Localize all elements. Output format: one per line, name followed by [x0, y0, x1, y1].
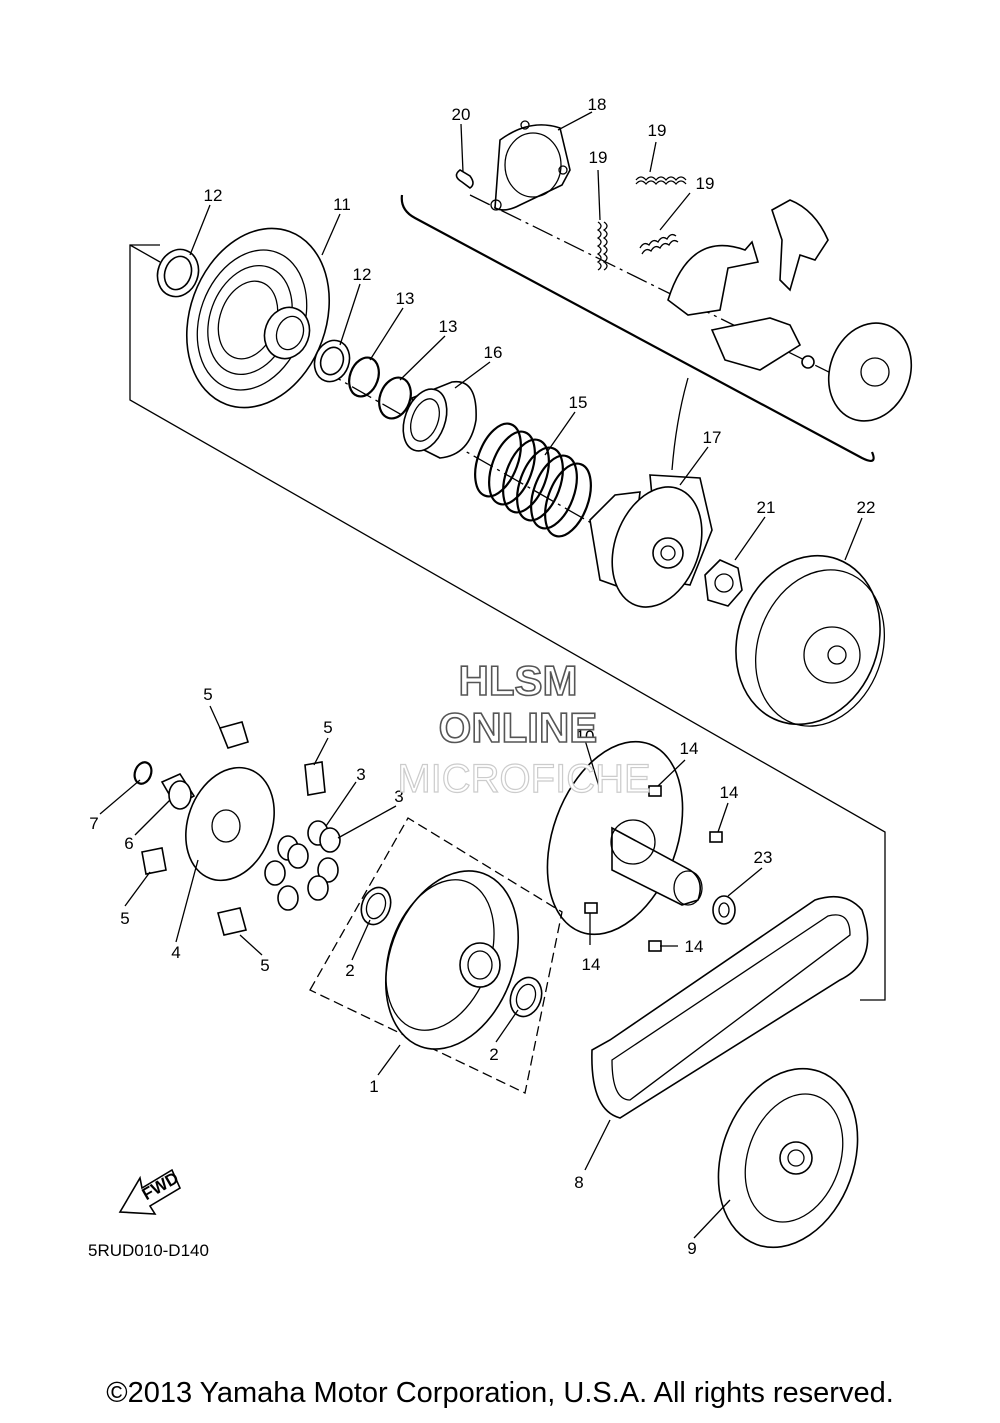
part-3-weights [264, 820, 341, 911]
callout-7: 7 [89, 814, 98, 833]
part-16-collar [402, 380, 477, 459]
callout-5: 5 [120, 909, 129, 928]
part-23-washer [712, 895, 736, 925]
callout-17: 17 [703, 428, 722, 447]
clutch-carrier-plate [801, 322, 913, 422]
copyright-notice: ©2013 Yamaha Motor Corporation, U.S.A. A… [106, 1377, 894, 1409]
callout-8: 8 [574, 1173, 583, 1192]
callout-1: 1 [369, 1077, 378, 1096]
callout-2: 2 [489, 1045, 498, 1064]
callout-2: 2 [345, 961, 354, 980]
callout-20: 20 [452, 105, 471, 124]
callout-13: 13 [439, 317, 458, 336]
callout-5: 5 [323, 718, 332, 737]
part-21-nut [704, 559, 743, 607]
part-14-bolt-b [709, 831, 723, 843]
part-4-cam-plate [185, 766, 275, 882]
part-17-clutch-carrier [589, 474, 713, 608]
clutch-shoes [667, 199, 829, 371]
part-19-spring-c [639, 233, 679, 255]
part-12-seal-2 [313, 339, 351, 383]
part-2-oil-seal-b [509, 976, 543, 1018]
part-15-compression-spring [474, 422, 592, 538]
part-14-bolt-a [648, 785, 662, 797]
callout-3: 3 [356, 765, 365, 784]
callout-16: 16 [484, 343, 503, 362]
part-8-v-belt [591, 895, 869, 1119]
callout-19: 19 [696, 174, 715, 193]
callout-labels: 12 11 12 13 13 16 15 17 18 20 19 19 19 2… [89, 95, 875, 1258]
part-18-gasket-plate [490, 120, 571, 211]
diagram-code: 5RUD010-D140 [88, 1241, 209, 1260]
watermark-line-2: ONLINE [439, 704, 598, 751]
part-6-collar [160, 772, 196, 810]
callout-6: 6 [124, 834, 133, 853]
part-12-seal [156, 248, 200, 298]
callout-12: 12 [204, 186, 223, 205]
callout-9: 9 [687, 1239, 696, 1258]
callout-5: 5 [203, 685, 212, 704]
callout-13: 13 [396, 289, 415, 308]
leader-lines [99, 111, 863, 1239]
callout-14: 14 [582, 955, 601, 974]
callout-19: 19 [648, 121, 667, 140]
part-7-o-ring [133, 761, 153, 785]
part-20-clip [455, 169, 474, 189]
part-19-spring-b [596, 221, 608, 271]
part-9-primary-fan [717, 1067, 859, 1249]
callout-19: 19 [589, 148, 608, 167]
part-22-clutch-housing [735, 554, 886, 727]
watermark-line-1: HLSM [459, 657, 578, 704]
part-19-spring-a [635, 176, 687, 186]
callout-12: 12 [353, 265, 372, 284]
callout-3: 3 [394, 787, 403, 806]
callout-18: 18 [588, 95, 607, 114]
callout-15: 15 [569, 393, 588, 412]
callout-5: 5 [260, 956, 269, 975]
callout-14: 14 [720, 783, 739, 802]
callout-14: 14 [680, 739, 699, 758]
watermark-line-3: MICROFICHE [397, 757, 650, 801]
callout-21: 21 [757, 498, 776, 517]
callout-22: 22 [857, 498, 876, 517]
callout-14: 14 [685, 937, 704, 956]
part-5-slider-b [304, 761, 326, 796]
part-14-bolt-d [648, 940, 662, 952]
part-5-slider-d [217, 907, 247, 936]
callout-11: 11 [333, 195, 351, 214]
part-5-slider-c [141, 847, 167, 875]
part-11-secondary-sheave [185, 227, 331, 409]
part-5-slider-a [218, 721, 249, 749]
fwd-arrow: FWD [118, 1168, 182, 1215]
callout-23: 23 [754, 848, 773, 867]
part-2-oil-seal-a [360, 886, 392, 926]
callout-4: 4 [171, 943, 180, 962]
part-14-bolt-c [584, 902, 598, 914]
watermark: HLSM ONLINE MICROFICHE [397, 656, 652, 801]
part-1-movable-sheave-assy [309, 817, 563, 1094]
callout-10: 10 [576, 727, 595, 746]
